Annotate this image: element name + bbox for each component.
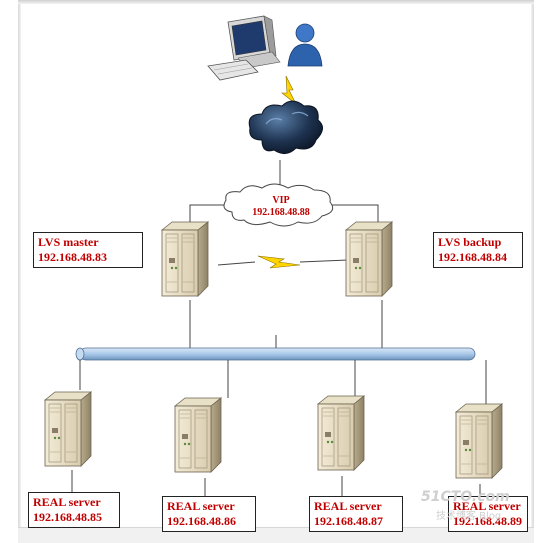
lvs-master-label: LVS master 192.168.48.83 <box>33 232 143 268</box>
lvs-backup-label: LVS backup 192.168.48.84 <box>433 232 523 268</box>
vip-master-link <box>189 204 230 222</box>
lvs-master-name: LVS master <box>38 235 99 249</box>
real-server-1-icon <box>44 391 92 467</box>
real-server-3-name: REAL server <box>314 499 382 513</box>
real-server-3-icon <box>317 395 365 471</box>
heartbeat-link-right <box>299 259 349 263</box>
desktop-computer-icon <box>207 15 281 81</box>
real-server-3-label: REAL server 192.168.48.87 <box>309 496 403 532</box>
real-server-4-ip: 192.168.48.89 <box>453 514 522 528</box>
uplink-lightning-icon <box>281 75 297 105</box>
heartbeat-lightning-icon <box>257 255 301 269</box>
real-server-3-ip: 192.168.48.87 <box>314 514 383 528</box>
real-server-2-name: REAL server <box>167 499 235 513</box>
lvs-master-ip: 192.168.48.83 <box>38 250 107 264</box>
lvs-backup-ip: 192.168.48.84 <box>438 250 507 264</box>
real-server-2-icon <box>174 397 222 473</box>
internet-cloud-icon <box>248 100 323 154</box>
network-bus <box>75 347 476 361</box>
lvs-master-server-icon <box>161 221 209 297</box>
vip-title: VIP <box>272 195 290 206</box>
frame-border-bottom <box>18 527 534 543</box>
real-server-1-ip: 192.168.48.85 <box>33 510 102 524</box>
vip-ip: 192.168.48.88 <box>252 207 310 218</box>
real-server-4-icon <box>455 403 503 479</box>
vip-cloud-shape <box>223 183 334 227</box>
lvs-backup-server-icon <box>345 221 393 297</box>
heartbeat-link-left <box>217 261 256 266</box>
lvs-backup-name: LVS backup <box>438 235 502 249</box>
watermark-sub: 技术博客 Blog <box>436 511 502 522</box>
real-server-2-label: REAL server 192.168.48.86 <box>162 496 256 532</box>
watermark-site: 51CTO.com <box>421 489 510 505</box>
vip-backup-link <box>330 204 379 222</box>
frame-border-left <box>18 0 21 542</box>
real-server-4-label: REAL server 192.168.48.89 <box>448 496 528 532</box>
real-server-2-ip: 192.168.48.86 <box>167 514 236 528</box>
real-server-1-name: REAL server <box>33 495 101 509</box>
real-server-4-name: REAL server <box>453 499 521 513</box>
real-server-1-label: REAL server 192.168.48.85 <box>28 492 120 528</box>
frame-border-right <box>531 0 534 542</box>
frame-border-top <box>18 0 534 4</box>
vip-label: VIP 192.168.48.88 <box>236 195 326 219</box>
user-icon <box>287 23 323 67</box>
